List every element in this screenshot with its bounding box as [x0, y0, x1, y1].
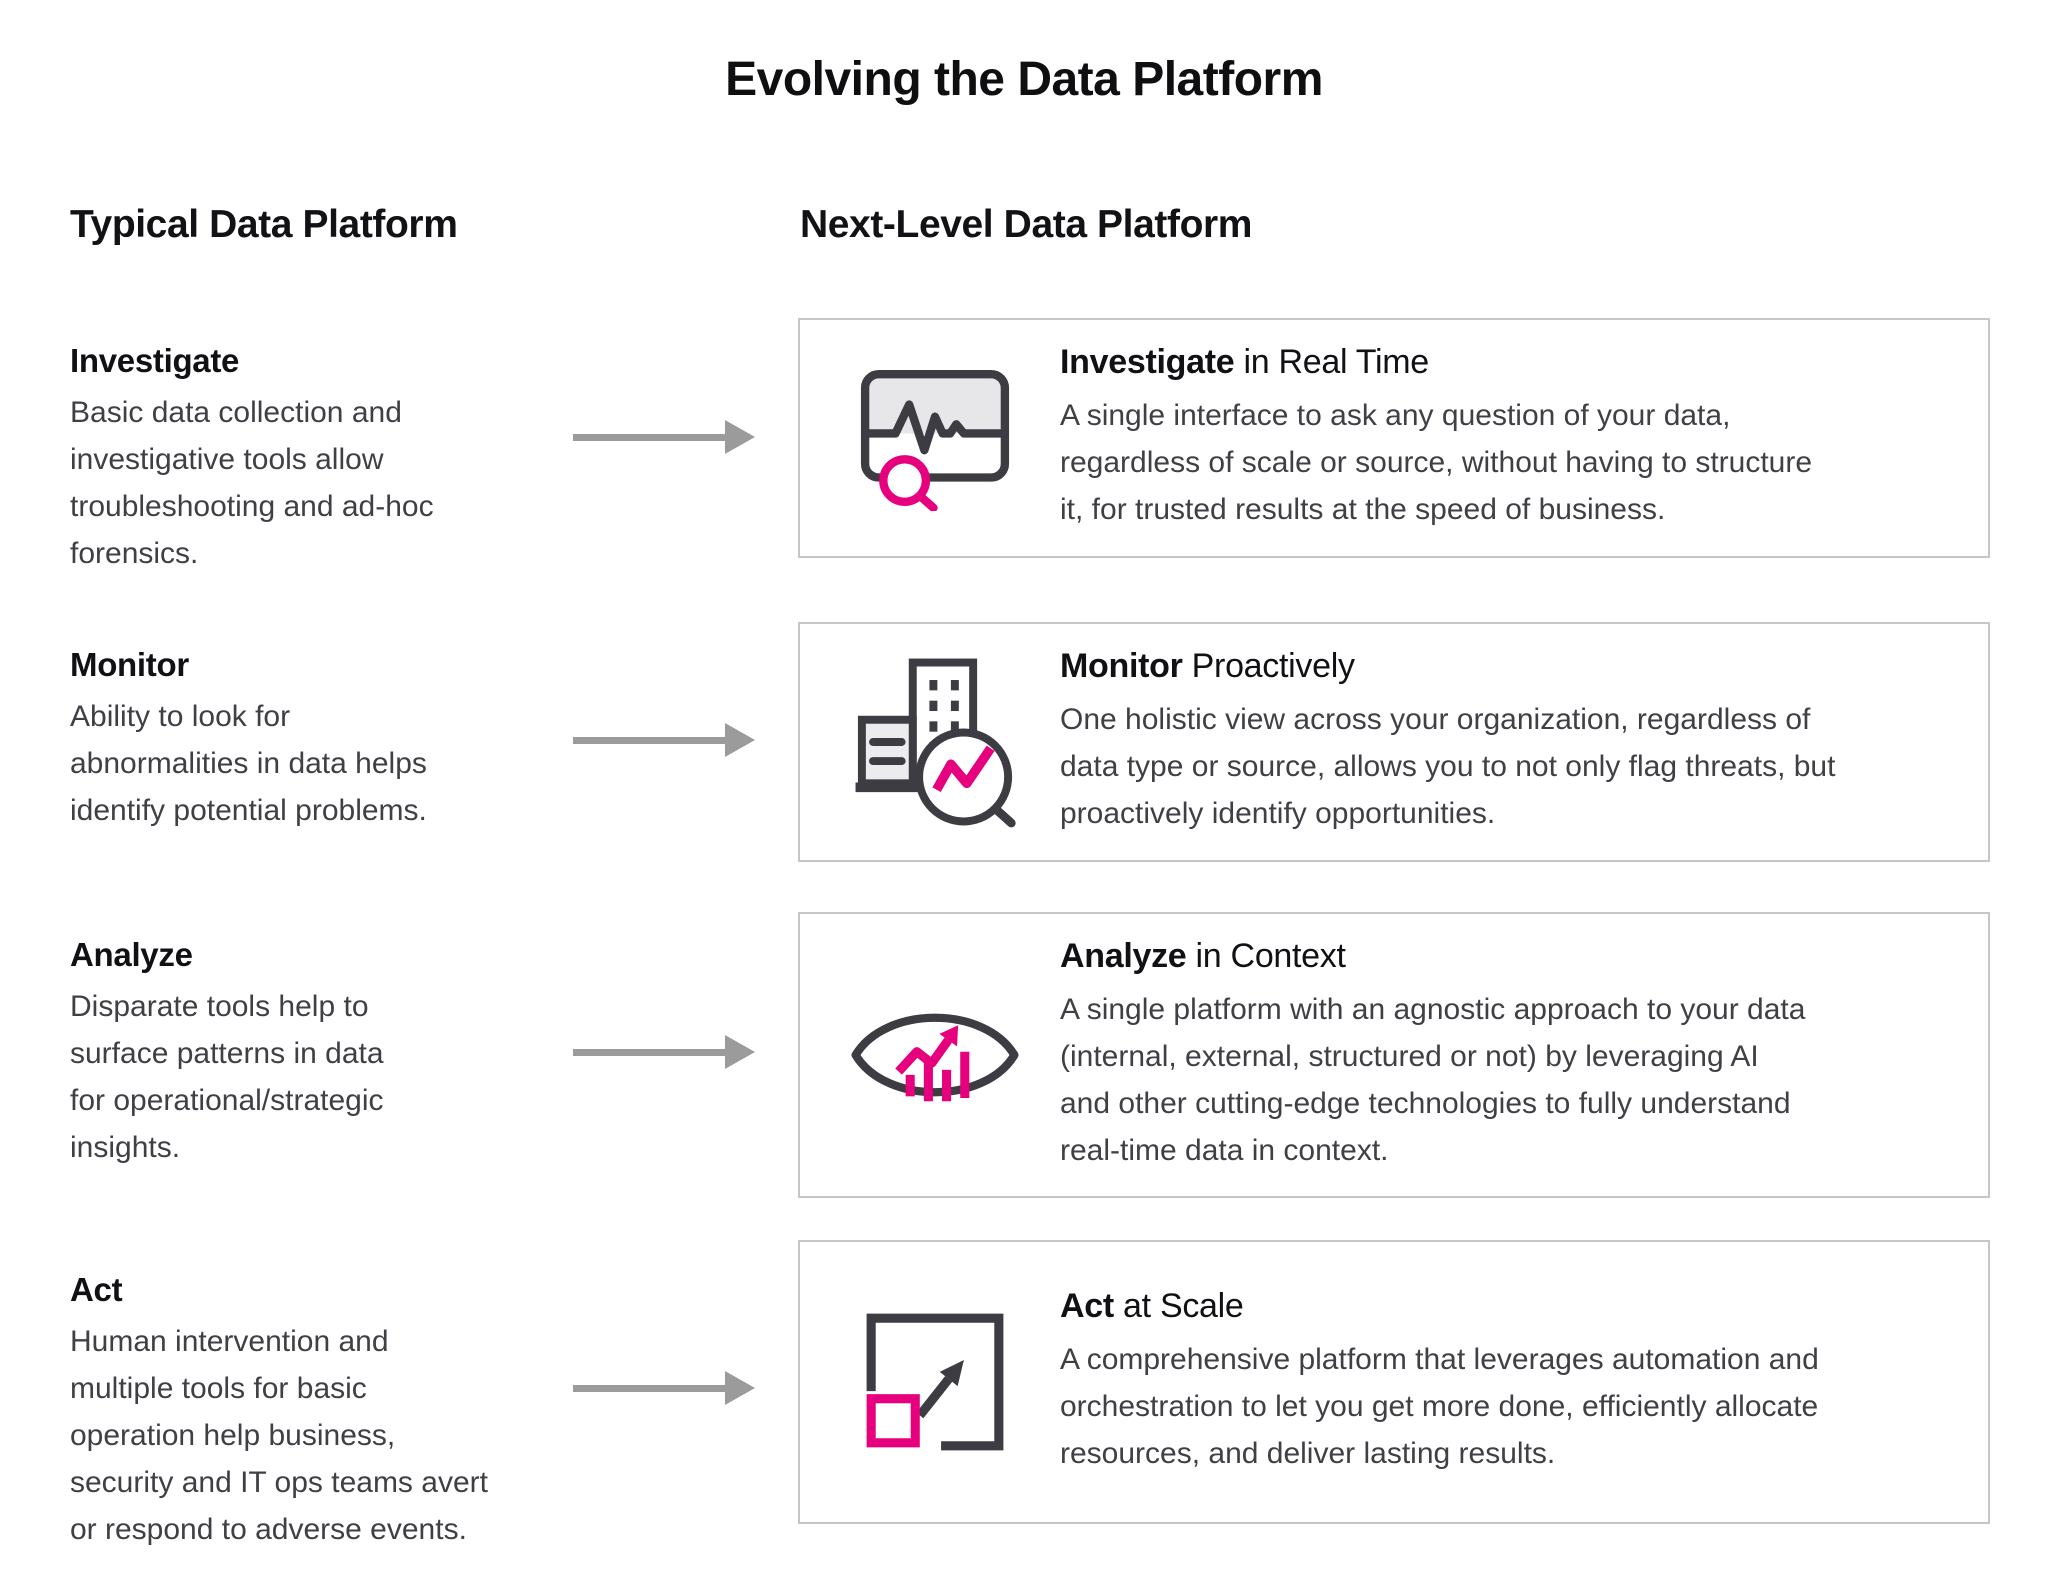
card-analyze-in-context: Analyze in Context A single platform wit… [798, 912, 1990, 1198]
card-body-monitor: One holistic view across your organizati… [1060, 703, 1836, 830]
left-heading-act: Act [70, 1271, 123, 1308]
card-body-investigate: A single interface to ask any question o… [1060, 399, 1813, 526]
eye-chart-icon [844, 1002, 1026, 1108]
left-item-act: Act Human intervention and multiple tool… [70, 1271, 570, 1553]
card-text-monitor: Monitor Proactively One holistic view ac… [1060, 647, 1875, 837]
pulse-monitor-search-icon [844, 365, 1026, 511]
column-header-typical: Typical Data Platform [70, 203, 458, 246]
card-title-act: Act at Scale [1060, 1287, 1819, 1326]
card-title-bold: Investigate [1060, 343, 1235, 381]
left-body-act: Human intervention and multiple tools fo… [70, 1325, 488, 1546]
left-body-investigate: Basic data collection and investigative … [70, 396, 434, 570]
arrow-shaft [573, 433, 725, 441]
arrow-head [725, 1035, 755, 1069]
left-heading-analyze: Analyze [70, 936, 193, 973]
page-title: Evolving the Data Platform [725, 53, 1323, 106]
card-act-at-scale: Act at Scale A comprehensive platform th… [798, 1240, 1990, 1524]
pulse-monitor-search-icon [860, 370, 1010, 511]
buildings-magnifier-icon [855, 658, 1016, 828]
card-title-bold: Analyze [1060, 936, 1187, 975]
card-monitor-proactively: Monitor Proactively One holistic view ac… [798, 622, 1990, 862]
expand-square-arrow-icon [866, 1313, 1004, 1451]
buildings-magnifier-icon [844, 653, 1026, 831]
card-title-monitor: Monitor Proactively [1060, 647, 1835, 686]
card-text-investigate: Investigate in Real Time A single interf… [1060, 343, 1852, 533]
expand-square-arrow-icon [844, 1306, 1026, 1458]
eye-chart-icon [851, 1013, 1019, 1102]
arrow-shaft [573, 736, 725, 744]
arrow-head [725, 420, 755, 454]
left-item-monitor: Monitor Ability to look for abnormalitie… [70, 646, 570, 834]
left-heading-investigate: Investigate [70, 342, 240, 379]
left-item-investigate: Investigate Basic data collection and in… [70, 342, 570, 577]
card-text-analyze: Analyze in Context A single platform wit… [1060, 937, 1845, 1174]
arrow-shaft [573, 1384, 725, 1392]
card-text-act: Act at Scale A comprehensive platform th… [1060, 1287, 1859, 1477]
left-body-monitor: Ability to look for abnormalities in dat… [70, 700, 427, 827]
card-title-rest: Proactively [1182, 647, 1355, 685]
left-item-analyze: Analyze Disparate tools help to surface … [70, 936, 570, 1171]
arrow-right-icon [573, 1035, 755, 1069]
arrow-right-icon [573, 420, 755, 454]
arrow-shaft [573, 1048, 725, 1056]
arrow-head [725, 1371, 755, 1405]
left-body-analyze: Disparate tools help to surface patterns… [70, 990, 384, 1164]
left-heading-monitor: Monitor [70, 646, 189, 683]
arrow-right-icon [573, 1371, 755, 1405]
card-title-rest: in Real Time [1234, 343, 1429, 381]
card-title-investigate: Investigate in Real Time [1060, 343, 1812, 382]
card-title-bold: Monitor [1060, 647, 1183, 685]
card-title-bold: Act [1060, 1287, 1114, 1325]
card-investigate-in-real-time: Investigate in Real Time A single interf… [798, 318, 1990, 558]
arrow-right-icon [573, 723, 755, 757]
card-title-rest: in Context [1186, 936, 1346, 975]
column-header-next-level: Next-Level Data Platform [800, 203, 1253, 246]
arrow-head [725, 723, 755, 757]
card-body-act: A comprehensive platform that leverages … [1060, 1343, 1819, 1470]
card-title-analyze: Analyze in Context [1060, 937, 1805, 976]
card-title-rest: at Scale [1113, 1287, 1244, 1325]
card-body-analyze: A single platform with an agnostic appro… [1060, 992, 1806, 1167]
